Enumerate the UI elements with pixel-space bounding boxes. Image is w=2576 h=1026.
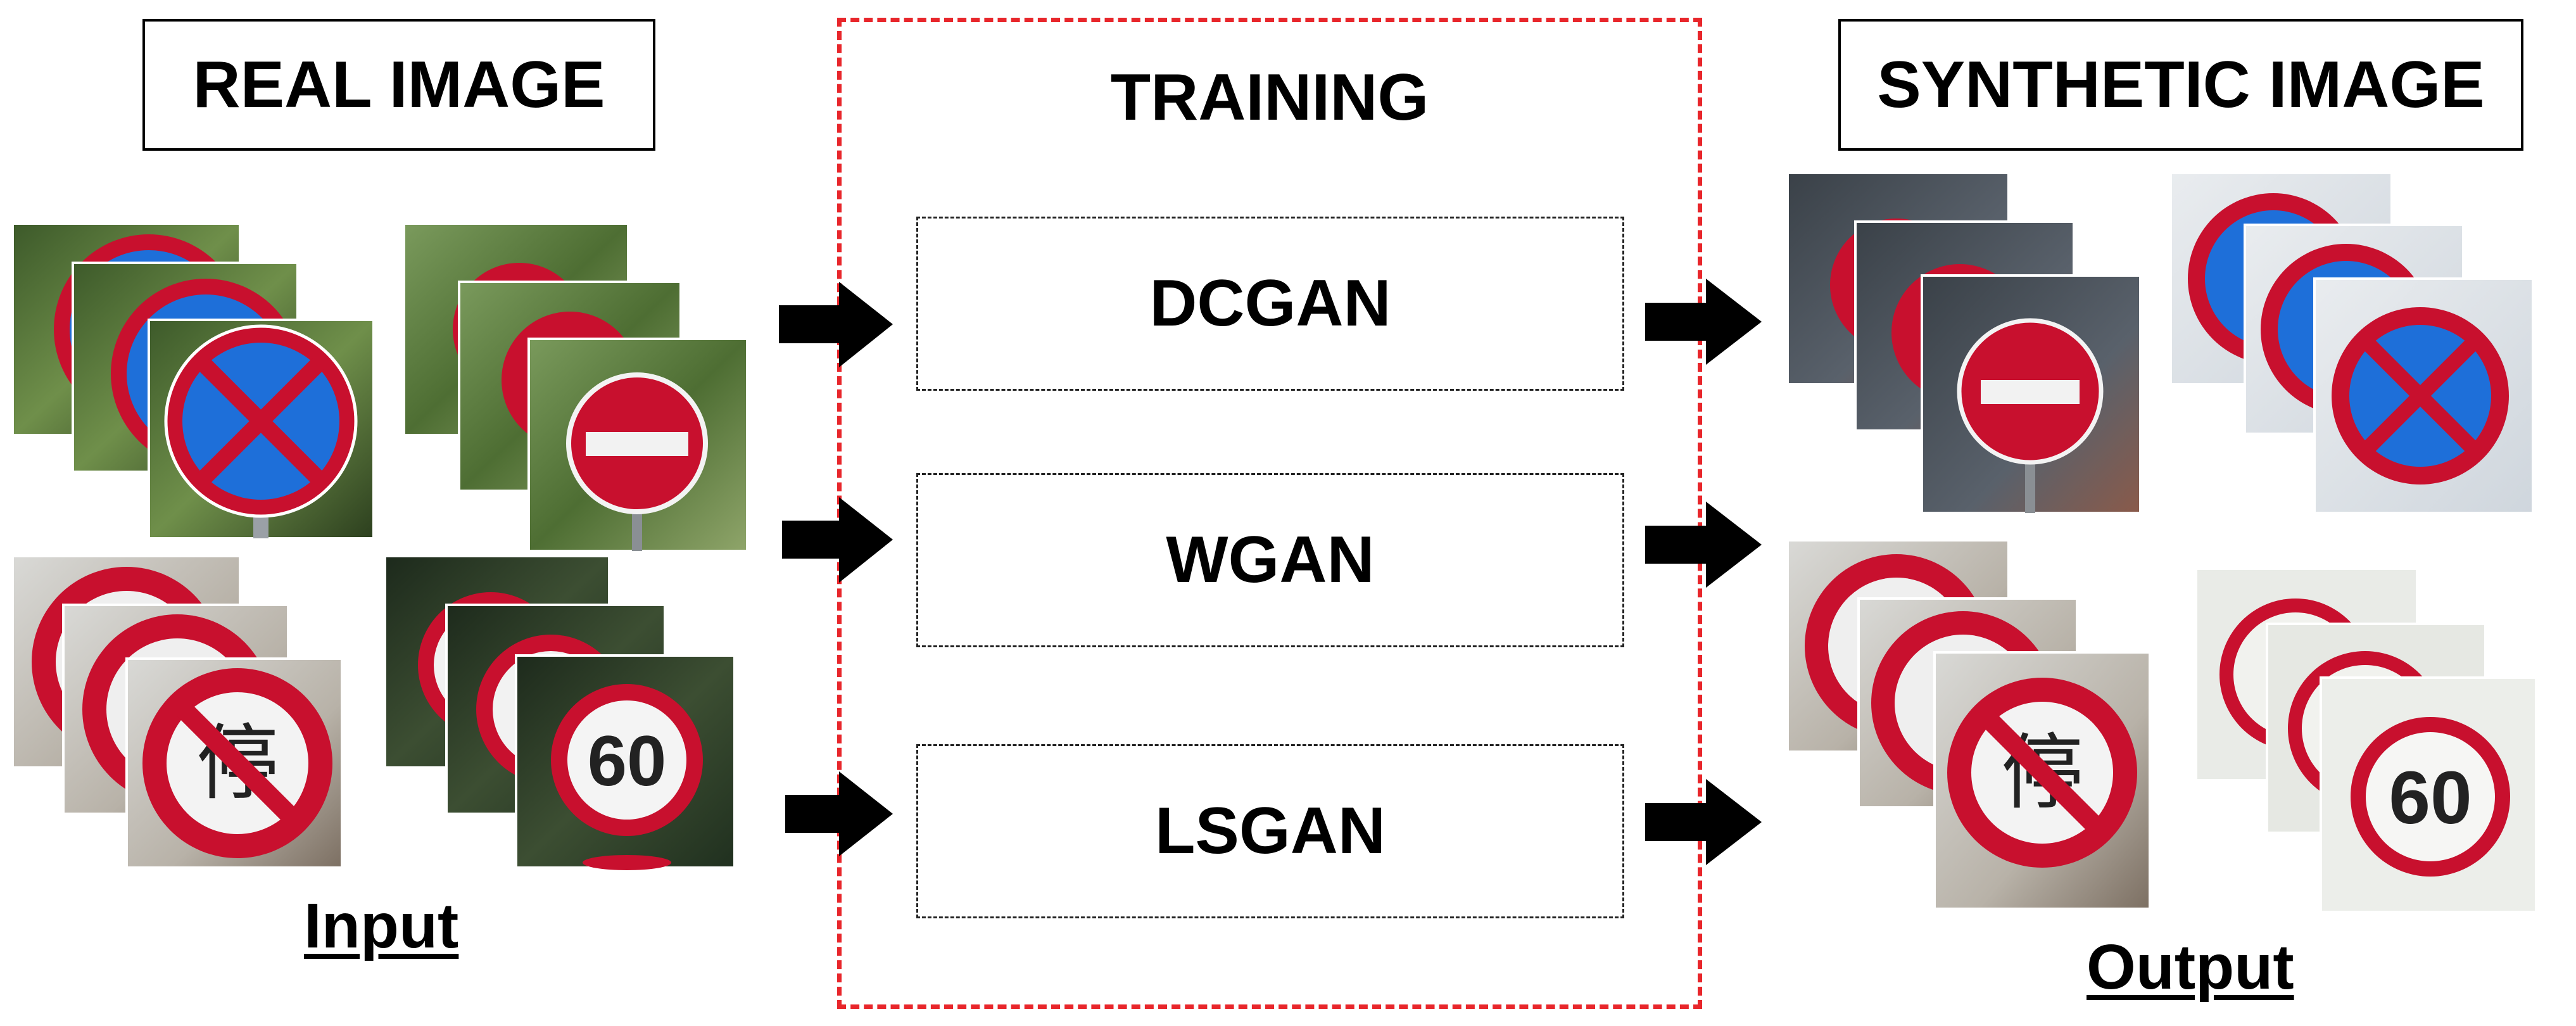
arrow-in-dcgan	[779, 282, 893, 367]
input-stack-no-entry	[405, 225, 748, 552]
real-image-title-box: REAL IMAGE	[142, 19, 655, 151]
output-stack-speed-limit: 60	[2197, 570, 2537, 913]
output-caption: Output	[2087, 932, 2294, 1003]
synthetic-image-title: SYNTHETIC IMAGE	[1877, 48, 2485, 122]
synthetic-image-title-box: SYNTHETIC IMAGE	[1838, 19, 2523, 151]
output-speed-limit-text: 60	[2389, 756, 2472, 840]
wgan-box: WGAN	[916, 473, 1624, 647]
input-stack-no-stopping	[14, 225, 375, 540]
input-caption: Input	[304, 890, 459, 961]
arrow-in-lsgan	[785, 771, 893, 856]
real-image-title: REAL IMAGE	[193, 48, 605, 122]
output-stack-no-entry	[1789, 174, 2142, 514]
training-title: TRAINING	[1110, 61, 1429, 134]
dcgan-label: DCGAN	[1149, 267, 1391, 340]
arrow-in-wgan	[782, 497, 893, 583]
lsgan-label: LSGAN	[1155, 794, 1386, 868]
arrow-out-dcgan	[1645, 279, 1762, 365]
output-stack-no-stopping	[2172, 174, 2534, 514]
arrow-out-lsgan	[1645, 779, 1762, 865]
wgan-label: WGAN	[1166, 523, 1375, 597]
input-stack-speed-limit: 60	[386, 557, 736, 870]
lsgan-box: LSGAN	[916, 744, 1624, 918]
arrow-out-wgan	[1645, 502, 1762, 588]
input-speed-limit-text: 60	[588, 721, 667, 801]
output-stack-no-parking: 停	[1789, 542, 2151, 910]
dcgan-box: DCGAN	[916, 217, 1624, 391]
input-stack-no-parking: 停	[14, 557, 343, 869]
